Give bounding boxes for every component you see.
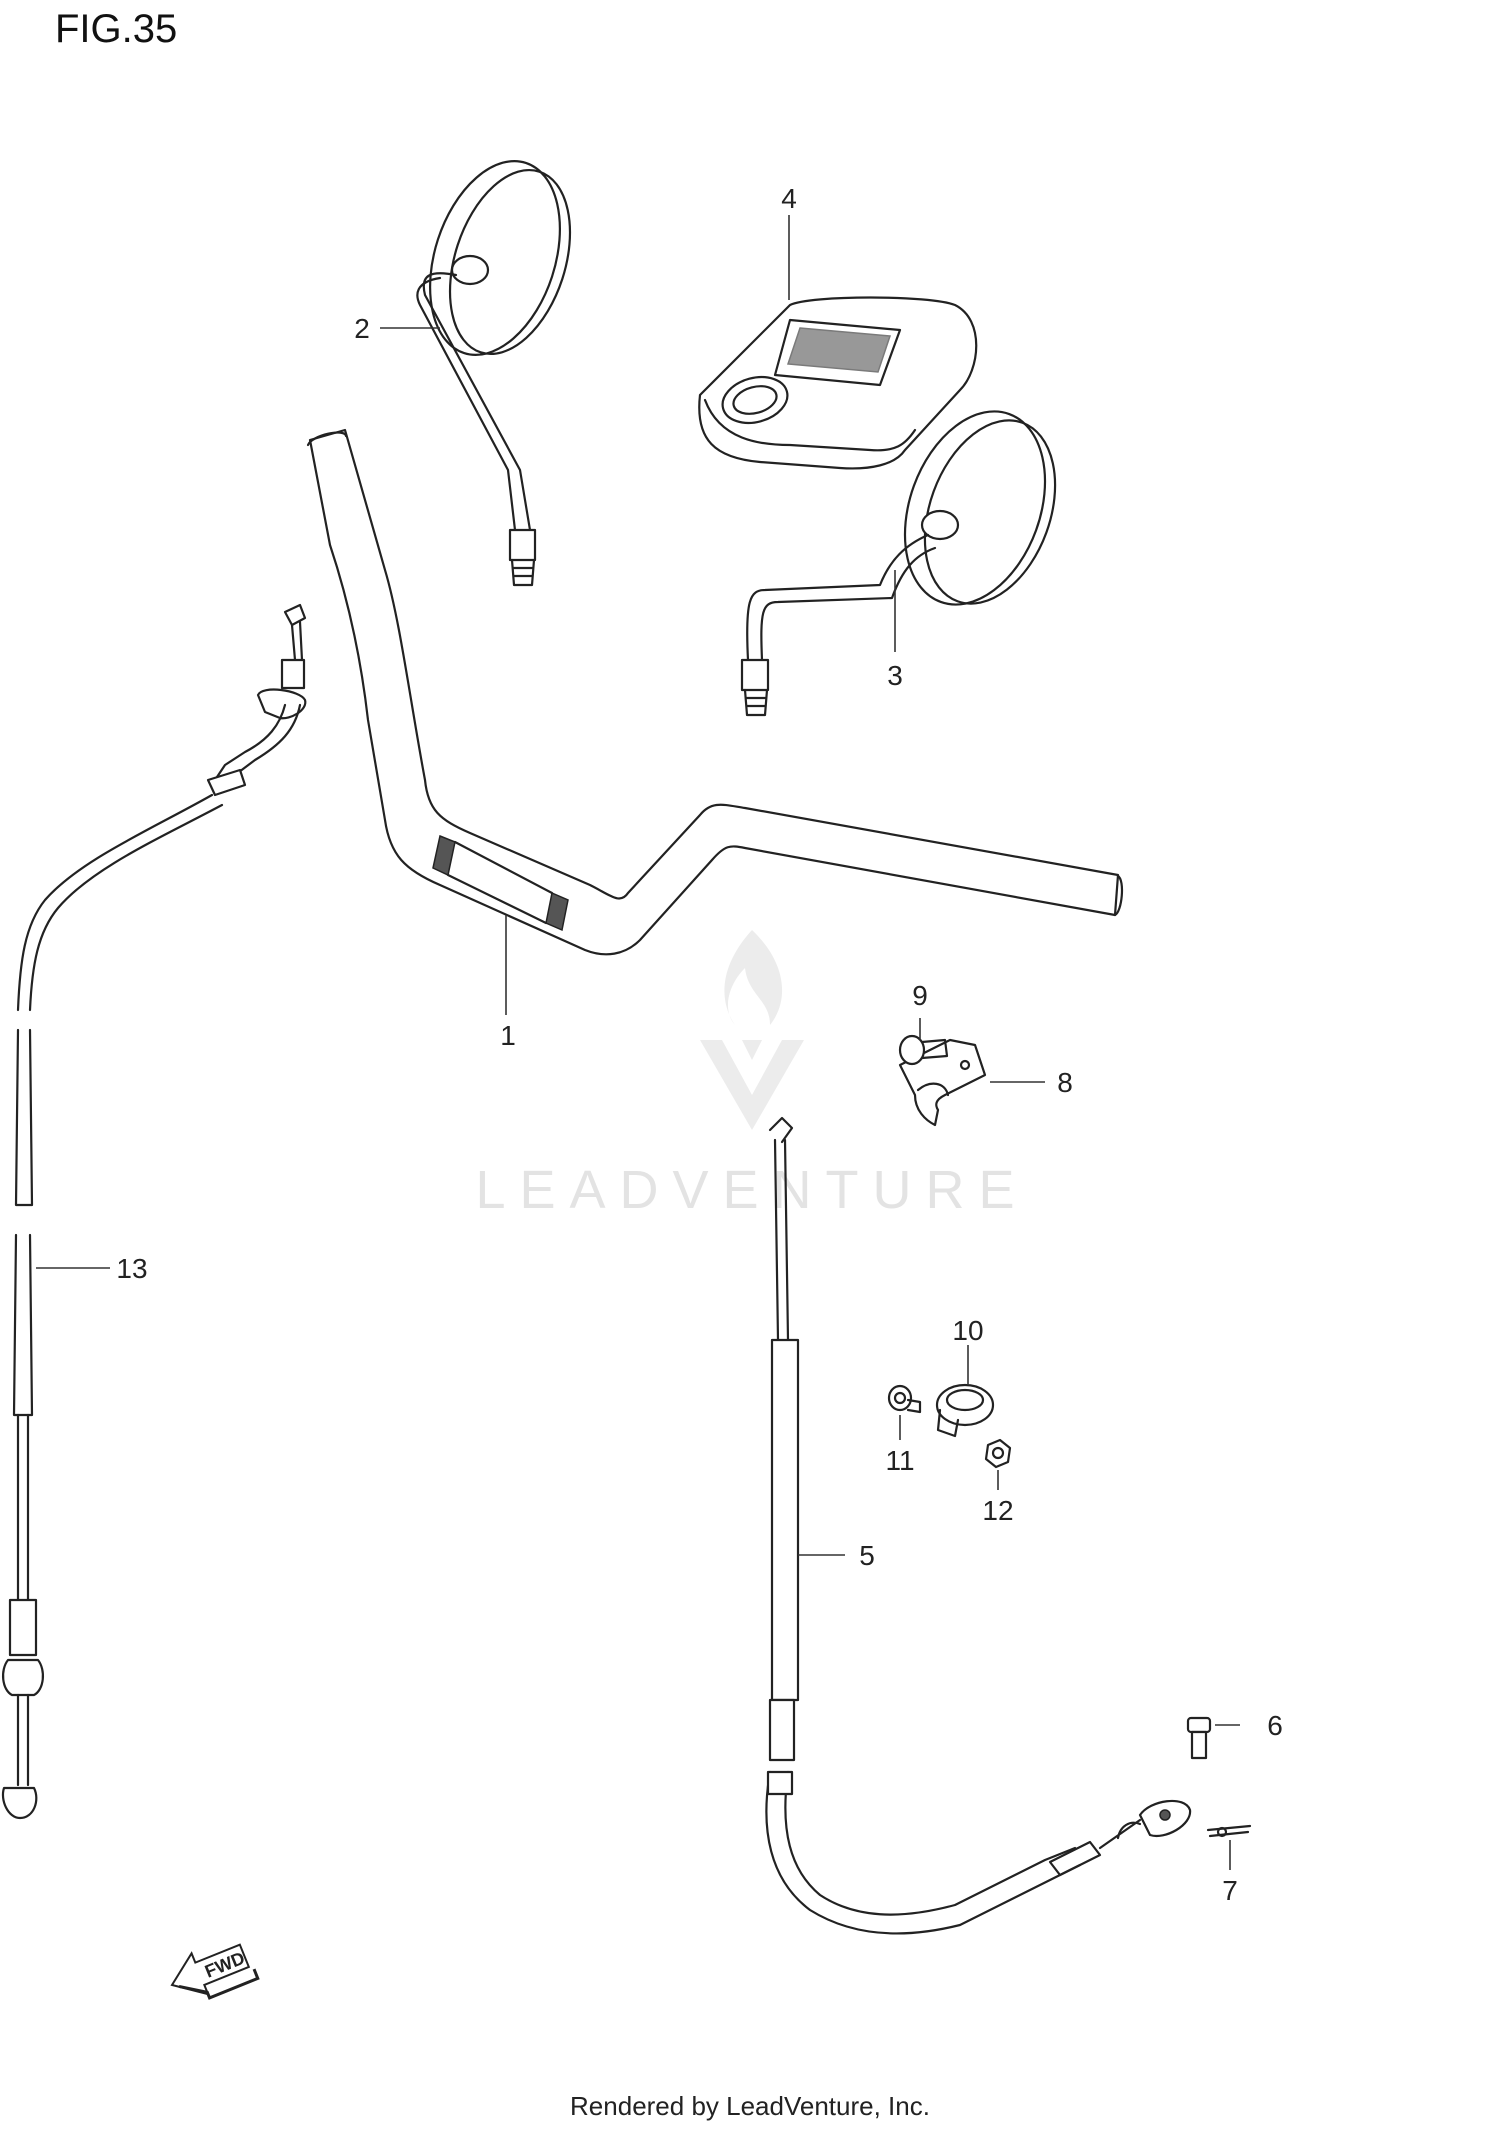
callout-9: 9 bbox=[912, 980, 928, 1011]
callout-11: 11 bbox=[885, 1445, 914, 1476]
part-4-meter-cover[interactable] bbox=[698, 296, 978, 470]
callout-6: 6 bbox=[1267, 1710, 1283, 1741]
callout-5: 5 bbox=[859, 1540, 875, 1571]
callout-10: 10 bbox=[952, 1315, 983, 1346]
callout-7: 7 bbox=[1222, 1875, 1238, 1906]
fwd-direction-arrow: FWD bbox=[170, 1943, 260, 2000]
callout-12: 12 bbox=[982, 1495, 1013, 1526]
callout-labels: 1 2 3 4 5 6 7 8 9 10 11 12 13 bbox=[116, 183, 1282, 1906]
part-1-handlebar[interactable] bbox=[306, 428, 1124, 956]
part-12-nut[interactable] bbox=[984, 1438, 1012, 1469]
callout-1: 1 bbox=[500, 1020, 516, 1051]
part-3-right-mirror[interactable] bbox=[740, 392, 1079, 717]
flame-icon bbox=[700, 930, 804, 1130]
part-7-pin[interactable] bbox=[1206, 1824, 1252, 1838]
part-9-bolt[interactable] bbox=[898, 1034, 949, 1066]
callout-2: 2 bbox=[354, 313, 370, 344]
part-13-clutch-cable[interactable] bbox=[1, 603, 307, 1820]
callout-8: 8 bbox=[1057, 1067, 1073, 1098]
part-11-screw[interactable] bbox=[887, 1384, 922, 1414]
callout-4: 4 bbox=[781, 183, 797, 214]
footer-credit: Rendered by LeadVenture, Inc. bbox=[570, 2091, 930, 2121]
part-2-left-mirror[interactable] bbox=[407, 144, 592, 587]
leader-lines bbox=[36, 215, 1240, 1870]
callout-13: 13 bbox=[116, 1253, 147, 1284]
figure-title: FIG.35 bbox=[55, 7, 177, 51]
watermark-brand-text: LEADVENTURE bbox=[475, 1160, 1028, 1220]
leadventure-watermark: LEADVENTURE bbox=[475, 930, 1028, 1220]
part-10-clamp-band[interactable] bbox=[935, 1383, 995, 1438]
part-6-screw[interactable] bbox=[1186, 1716, 1212, 1760]
part-8-clamp[interactable] bbox=[898, 1038, 987, 1127]
callout-3: 3 bbox=[887, 660, 903, 691]
part-5-throttle-cable[interactable] bbox=[765, 1116, 1192, 1935]
